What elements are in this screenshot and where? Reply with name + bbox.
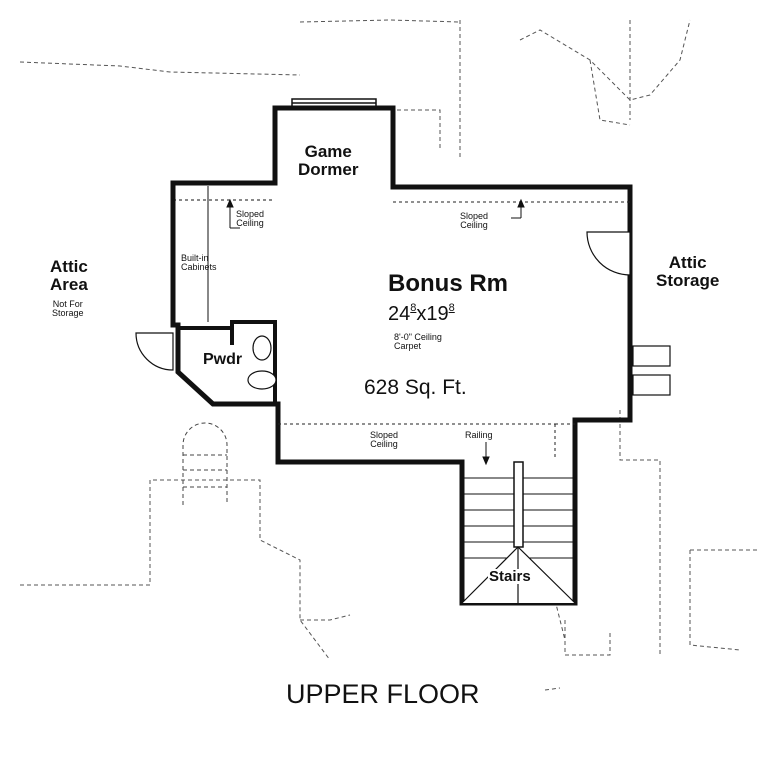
floor-caption: UPPER FLOOR (286, 679, 480, 709)
bonus-room-area: 628 Sq. Ft. (364, 376, 467, 399)
attic-storage-label: Attic Storage (656, 253, 720, 290)
built-in-cabinets (173, 186, 275, 322)
bonus-room-name: Bonus Rm (388, 270, 508, 297)
exterior-wall (170, 105, 633, 606)
stair-rail (513, 461, 524, 548)
stairs-label: Stairs (488, 568, 532, 585)
door-swings (135, 231, 631, 371)
arched-window (182, 422, 228, 505)
bonus-room-dimensions: 248x198 (388, 302, 455, 325)
powder-room-label: Pwdr (203, 351, 243, 368)
built-in-cabinets-note: Built-in Cabinets (181, 253, 217, 272)
bonus-room-ceiling: 8'-0" Ceiling (394, 332, 442, 342)
sloped-ceiling-note-right: Sloped Ceiling (460, 211, 489, 230)
roof-outline-dashed (19, 19, 760, 691)
railing-note: Railing (465, 430, 493, 440)
sloped-arrows (226, 198, 525, 466)
powder-walls (178, 320, 277, 404)
powder-fixtures (247, 335, 277, 390)
attic-area-label: Attic Area (50, 257, 88, 294)
sloped-ceiling-note-bottom: Sloped Ceiling (370, 430, 399, 449)
attic-access-panels (632, 345, 671, 396)
attic-area-note: Not For Storage (52, 299, 84, 318)
game-dormer-label: Game Dormer (298, 142, 359, 179)
bonus-room-floor: Carpet (394, 341, 422, 351)
sloped-ceiling-note-left: Sloped Ceiling (236, 209, 265, 228)
sloped-ceiling-lines (278, 201, 630, 460)
